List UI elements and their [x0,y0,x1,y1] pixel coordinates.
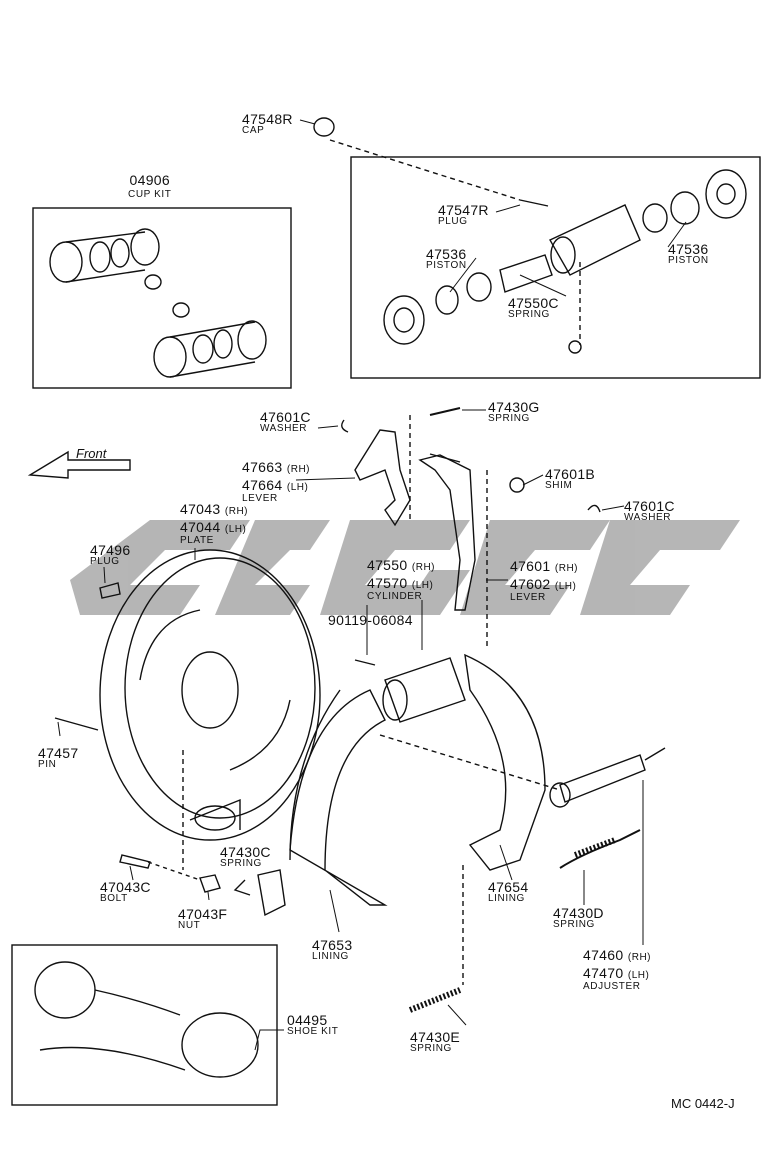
shoe-kit-box [11,944,278,1106]
wheel-cylinder [354,657,466,723]
backing-plate [99,549,321,841]
cup-kit-parts [49,228,267,378]
label-47460-47470: 47460 (RH) 47470 (LH) ADJUSTER [583,947,651,992]
label-47496: 47496 PLUG [90,542,131,567]
label-04906: 04906 CUP KIT [128,172,172,200]
nut-part [199,874,221,893]
brake-shoe-right [464,653,546,871]
label-47430D: 47430D SPRING [553,905,604,930]
front-label: Front [76,446,107,461]
retainer-spring-part [257,869,286,917]
label-47601C-top: 47601C WASHER [260,409,311,434]
plug-part [99,582,121,599]
front-arrow [27,450,131,479]
label-47043-47044: 47043 (RH) 47044 (LH) PLATE [180,501,248,546]
label-04495: 04495 SHOE KIT [287,1012,339,1037]
label-47536-left: 47536 PISTON [426,246,467,271]
pin-part [54,717,99,731]
diagram-code: MC 0442-J [671,1096,735,1111]
label-47663-47664: 47663 (RH) 47664 (LH) LEVER [242,459,310,504]
leader-lines [57,119,687,1051]
label-47536-right: 47536 PISTON [668,241,709,266]
label-47457: 47457 PIN [38,745,79,770]
cylinder-parts-box [350,156,761,379]
bolt-part [119,854,151,869]
label-47550C: 47550C SPRING [508,295,559,320]
watermark-logo [70,520,740,615]
label-47430E: 47430E SPRING [410,1029,461,1054]
label-47654: 47654 LINING [488,879,529,904]
brake-shoe-left [289,689,388,906]
label-47653: 47653 LINING [312,937,353,962]
parking-lever-assembly [341,407,601,650]
cap-part [313,117,335,137]
adjuster-part [549,747,666,808]
label-47548R: 47548R CAP [242,111,293,136]
label-47601B: 47601B SHIM [545,466,596,491]
label-47601C-right: 47601C WASHER [624,498,675,523]
label-47547R: 47547R PLUG [438,202,489,227]
label-47430C: 47430C SPRING [220,844,271,869]
label-47430G: 47430G SPRING [488,399,540,424]
label-47601-47602: 47601 (RH) 47602 (LH) LEVER [510,558,578,603]
label-47550-47570: 47550 (RH) 47570 (LH) CYLINDER [367,557,435,602]
label-47043C: 47043C BOLT [100,879,151,904]
label-90119-06084: 90119-06084 [328,612,413,628]
label-47043F: 47043F NUT [178,906,228,931]
cup-kit-box [32,207,292,389]
lower-springs [408,829,641,1013]
shoe-kit-drawing [34,961,259,1078]
